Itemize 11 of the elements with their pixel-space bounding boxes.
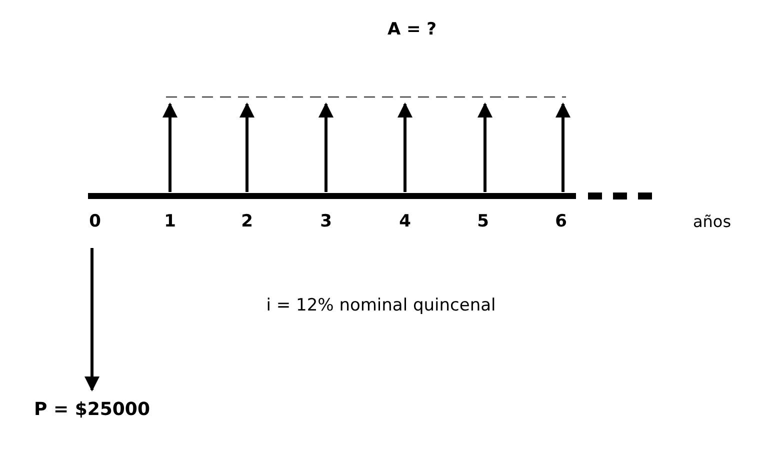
present-value-label: P = $25000 [34,400,150,420]
period-number: 4 [399,212,411,232]
period-number: 3 [320,212,332,232]
interest-rate-label: i = 12% nominal quincenal [266,296,496,316]
unknown-annuity-label: A = ? [387,20,437,40]
period-number: 6 [555,212,567,232]
time-unit-label: años [692,213,732,231]
period-number: 0 [89,212,101,232]
period-number: 5 [477,212,489,232]
period-number: 2 [241,212,253,232]
period-number: 1 [164,212,176,232]
